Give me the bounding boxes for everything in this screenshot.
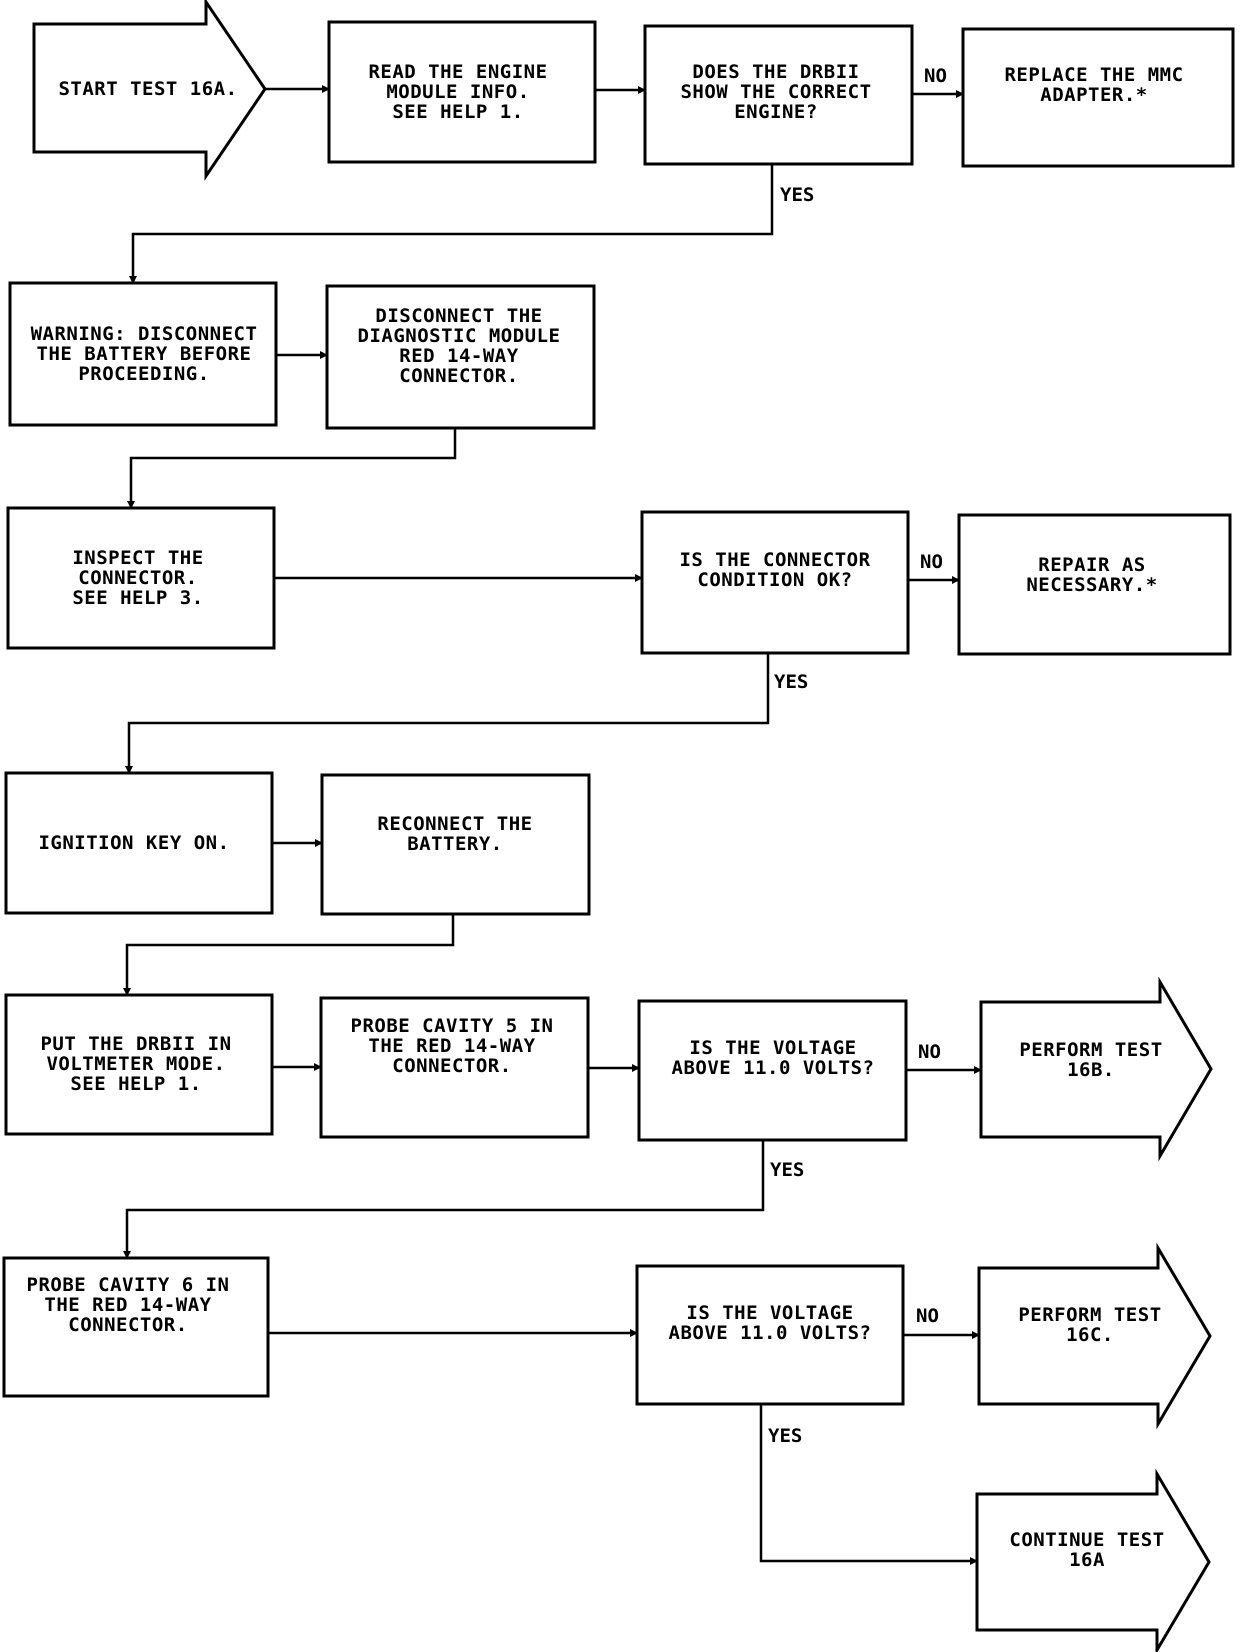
node-text-line: THE BATTERY BEFORE bbox=[37, 343, 252, 365]
node-text-line: ENGINE? bbox=[734, 101, 818, 123]
node-text-line: ADAPTER.* bbox=[1040, 84, 1147, 106]
node-text-line: CONNECTOR. bbox=[392, 1055, 511, 1077]
node-text-line: MODULE INFO. bbox=[386, 81, 529, 103]
edge-correct-engine-yes bbox=[129, 164, 774, 284]
edge-label-no-1: NO bbox=[924, 65, 947, 87]
node-text-line: DIAGNOSTIC MODULE bbox=[358, 325, 561, 347]
node-text-line: VOLTMETER MODE. bbox=[46, 1053, 225, 1075]
node-text-line: 16C. bbox=[1066, 1324, 1114, 1346]
node-text-line: CONNECTOR. bbox=[78, 567, 197, 589]
node-text-line: THE RED 14-WAY bbox=[44, 1294, 211, 1316]
node-start: START TEST 16A. bbox=[32, 0, 267, 181]
node-ignition-on: IGNITION KEY ON. bbox=[4, 771, 274, 915]
node-start-text: START TEST 16A. bbox=[58, 78, 237, 100]
node-text-line: RED 14-WAY bbox=[399, 345, 518, 367]
node-text-line: SEE HELP 1. bbox=[70, 1073, 201, 1095]
node-text-line: SHOW THE CORRECT bbox=[680, 81, 871, 103]
node-text-line: IGNITION KEY ON. bbox=[38, 832, 229, 854]
node-text-line: IS THE VOLTAGE bbox=[689, 1037, 856, 1059]
node-text-line: PERFORM TEST bbox=[1019, 1039, 1162, 1061]
node-text-line: DOES THE DRBII bbox=[692, 61, 859, 83]
node-text-line: ABOVE 11.0 VOLTS? bbox=[669, 1322, 872, 1344]
node-text-line: CONDITION OK? bbox=[697, 569, 852, 591]
node-text-line: DISCONNECT THE bbox=[375, 305, 542, 327]
node-text-line: READ THE ENGINE bbox=[368, 61, 547, 83]
node-text-line: WARNING: DISCONNECT bbox=[31, 323, 258, 345]
node-text-line: REPLACE THE MMC bbox=[1004, 64, 1183, 86]
edge-connector-ok-yes bbox=[125, 653, 770, 774]
node-text-line: PROBE CAVITY 5 IN bbox=[351, 1015, 554, 1037]
node-text-line: SEE HELP 3. bbox=[72, 587, 203, 609]
node-text-line: NECESSARY.* bbox=[1026, 574, 1157, 596]
node-text-line: CONNECTOR. bbox=[68, 1314, 187, 1336]
node-text-line: BATTERY. bbox=[407, 833, 503, 855]
node-text-line: REPAIR AS bbox=[1038, 554, 1145, 576]
node-text-line: 16A bbox=[1069, 1549, 1105, 1571]
edge-voltage1-yes bbox=[123, 1140, 765, 1259]
node-text-line: CONTINUE TEST bbox=[1009, 1529, 1164, 1551]
node-ignition-on-text: IGNITION KEY ON. bbox=[38, 832, 229, 854]
edge-label-yes-2: YES bbox=[774, 671, 808, 693]
node-text-line: START TEST 16A. bbox=[58, 78, 237, 100]
node-text-line: IS THE VOLTAGE bbox=[686, 1302, 853, 1324]
edge-label-no-4: NO bbox=[916, 1305, 939, 1327]
node-text-line: PROBE CAVITY 6 IN bbox=[27, 1274, 230, 1296]
node-text-line: CONNECTOR. bbox=[399, 365, 518, 387]
node-text-line: PROCEEDING. bbox=[78, 363, 209, 385]
edge-label-yes-4: YES bbox=[768, 1425, 802, 1447]
node-text-line: IS THE CONNECTOR bbox=[679, 549, 870, 571]
edge-disconnect-to-inspect bbox=[127, 428, 457, 509]
edge-label-no-2: NO bbox=[920, 551, 943, 573]
edge-label-yes-1: YES bbox=[780, 184, 814, 206]
edge-voltage2-yes bbox=[759, 1404, 978, 1565]
edge-label-no-3: NO bbox=[918, 1041, 941, 1063]
node-text-line: 16B. bbox=[1067, 1059, 1115, 1081]
edge-label-yes-3: YES bbox=[770, 1159, 804, 1181]
node-text-line: INSPECT THE bbox=[72, 547, 203, 569]
node-text-line: RECONNECT THE bbox=[377, 813, 532, 835]
node-text-line: SEE HELP 1. bbox=[392, 101, 523, 123]
node-text-line: PERFORM TEST bbox=[1018, 1304, 1161, 1326]
node-text-line: ABOVE 11.0 VOLTS? bbox=[672, 1057, 875, 1079]
edge-reconnect-to-voltmeter bbox=[123, 914, 455, 996]
node-text-line: PUT THE DRBII IN bbox=[40, 1033, 231, 1055]
node-text-line: THE RED 14-WAY bbox=[368, 1035, 535, 1057]
